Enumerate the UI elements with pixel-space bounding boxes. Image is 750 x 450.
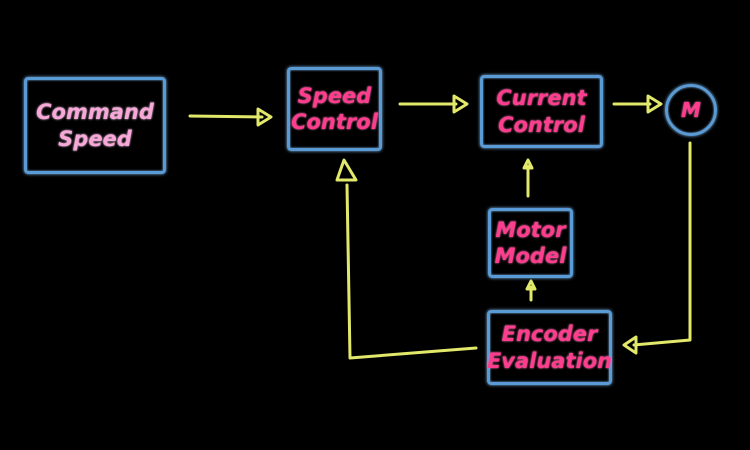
current-control-line2: Control	[498, 112, 585, 137]
encoder-evaluation-line2: Evaluation	[486, 348, 613, 373]
arrowhead-encoder	[622, 335, 638, 355]
arrow-command-to-speed-control	[188, 114, 264, 119]
arrowhead-motor	[646, 94, 663, 114]
arrow-motor-to-encoder	[632, 141, 692, 347]
motor-model-line2: Model	[494, 244, 567, 268]
command-speed-block: Command Speed	[24, 77, 166, 174]
encoder-evaluation-line1: Encoder	[501, 322, 598, 347]
motor-label: M	[681, 98, 701, 122]
arrowhead-speed-control-bottom	[335, 158, 358, 182]
motor-circle: M	[665, 84, 717, 136]
arrowhead-motor-model	[525, 279, 537, 291]
command-speed-line1: Command	[36, 100, 154, 125]
current-control-line1: Current	[496, 86, 587, 111]
speed-control-line1: Speed	[297, 83, 372, 108]
command-speed-line2: Speed	[58, 126, 132, 151]
speed-control-line2: Control	[291, 110, 378, 134]
motor-model-line1: Motor	[495, 217, 566, 242]
speed-control-block: Speed Control	[287, 67, 382, 151]
arrow-encoder-to-speed-control	[345, 183, 478, 360]
arrowhead-current-control	[452, 94, 469, 114]
motor-model-block: Motor Model	[488, 208, 573, 278]
arrowhead-current-control-bottom	[522, 158, 534, 170]
current-control-block: Current Control	[480, 75, 603, 148]
arrowhead-speed-control	[256, 107, 273, 127]
encoder-evaluation-block: Encoder Evaluation	[487, 310, 612, 385]
